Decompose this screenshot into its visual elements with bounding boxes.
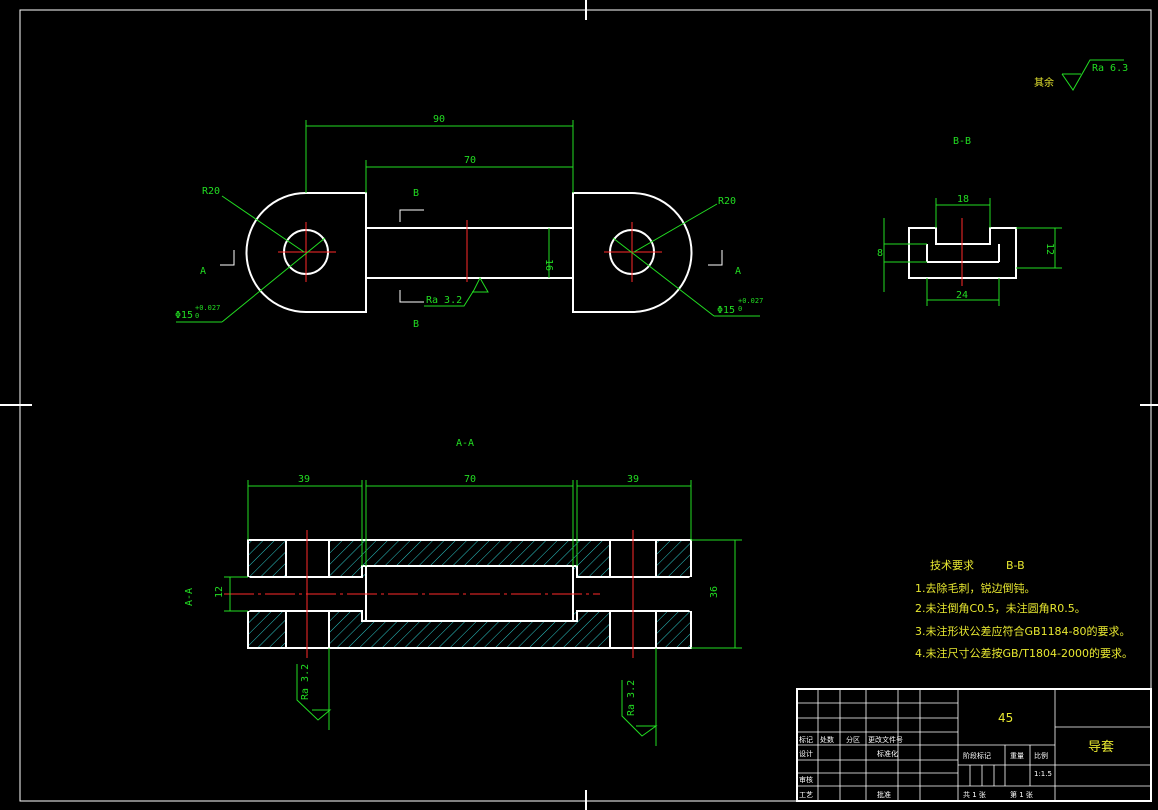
radius-left-label: R20 bbox=[202, 186, 220, 197]
dim-18: 18 bbox=[957, 194, 969, 205]
svg-text:A: A bbox=[735, 266, 741, 277]
surface-roughness-value: Ra 6.3 bbox=[1092, 63, 1128, 74]
svg-text:A: A bbox=[200, 266, 206, 277]
tech-heading: 技术要求 bbox=[930, 559, 974, 572]
left-lug-outline bbox=[245, 192, 367, 313]
top-view: 90 70 16 R20 R20 Φ15 +0.027 0 Φ15 +0.027… bbox=[175, 114, 763, 330]
roughness-right: Ra 3.2 bbox=[626, 680, 637, 716]
svg-text:0: 0 bbox=[738, 305, 742, 313]
section-aa-title: A-A bbox=[456, 438, 474, 449]
roughness-left: Ra 3.2 bbox=[300, 664, 311, 700]
svg-text:标准化: 标准化 bbox=[877, 749, 898, 758]
right-lug-outline bbox=[572, 192, 693, 313]
dim-8: 8 bbox=[877, 248, 883, 259]
section-bb-title: B-B bbox=[953, 136, 971, 147]
svg-text:审核: 审核 bbox=[799, 775, 813, 784]
hole-left-label: Φ15 bbox=[175, 310, 193, 321]
svg-text:B: B bbox=[413, 319, 419, 330]
roughness-label: Ra 3.2 bbox=[426, 295, 462, 306]
svg-text:处数: 处数 bbox=[820, 735, 834, 744]
dim-70: 70 bbox=[464, 155, 476, 166]
section-aa-side-label: A-A bbox=[184, 588, 195, 606]
dim-90: 90 bbox=[433, 114, 445, 125]
svg-text:共 1 张: 共 1 张 bbox=[963, 790, 986, 799]
hole-right-label: Φ15 bbox=[717, 305, 735, 316]
svg-text:工艺: 工艺 bbox=[799, 791, 813, 799]
svg-text:第 1 张: 第 1 张 bbox=[1010, 790, 1033, 799]
svg-text:B-B: B-B bbox=[1006, 559, 1025, 572]
section-b-marker-bottom bbox=[399, 290, 424, 303]
section-bb-view: B-B 18 24 8 12 bbox=[877, 136, 1062, 306]
dim-12: 12 bbox=[1044, 243, 1055, 255]
title-block: 45 导套 1:1.5 标记 处数 分区 更改文件号 设计 标准化 审核 工艺 … bbox=[796, 688, 1152, 802]
dim-24: 24 bbox=[956, 290, 968, 301]
section-aa-view: A-A bbox=[184, 438, 742, 746]
dim-39-right: 39 bbox=[627, 474, 639, 485]
material-label: 45 bbox=[998, 711, 1013, 725]
section-a-marker-right bbox=[708, 250, 723, 266]
radius-right-label: R20 bbox=[718, 196, 736, 207]
svg-text:+0.027: +0.027 bbox=[195, 304, 220, 312]
dim-16: 16 bbox=[543, 259, 554, 271]
svg-text:B: B bbox=[413, 188, 419, 199]
dim-70-aa: 70 bbox=[464, 474, 476, 485]
section-a-marker-left bbox=[220, 250, 235, 266]
tech-item-2: 2.未注倒角C0.5，未注圆角R0.5。 bbox=[915, 601, 1086, 615]
part-name: 导套 bbox=[1088, 739, 1114, 755]
svg-text:标记: 标记 bbox=[799, 735, 813, 744]
roughness-symbol bbox=[424, 276, 489, 307]
dim-36: 36 bbox=[709, 586, 720, 598]
svg-text:重量: 重量 bbox=[1010, 752, 1024, 760]
surface-roughness-note: 其余 Ra 6.3 bbox=[1034, 59, 1128, 91]
svg-text:设计: 设计 bbox=[799, 749, 813, 758]
svg-text:比例: 比例 bbox=[1034, 751, 1048, 760]
tech-item-1: 1.去除毛刺，锐边倒钝。 bbox=[915, 581, 1036, 595]
svg-text:+0.027: +0.027 bbox=[738, 297, 763, 305]
svg-text:0: 0 bbox=[195, 312, 199, 320]
tech-item-4: 4.未注尺寸公差按GB/T1804-2000的要求。 bbox=[915, 646, 1133, 660]
svg-text:其余: 其余 bbox=[1034, 76, 1054, 89]
tech-item-3: 3.未注形状公差应符合GB1184-80的要求。 bbox=[915, 624, 1131, 638]
tech-requirements: 技术要求 B-B 1.去除毛刺，锐边倒钝。 2.未注倒角C0.5，未注圆角R0.… bbox=[915, 559, 1133, 660]
scale-value: 1:1.5 bbox=[1034, 770, 1052, 778]
svg-text:批准: 批准 bbox=[877, 790, 891, 799]
svg-text:分区: 分区 bbox=[846, 735, 860, 744]
dim-39-left: 39 bbox=[298, 474, 310, 485]
dim-12-aa: 12 bbox=[214, 586, 225, 598]
svg-text:阶段标记: 阶段标记 bbox=[963, 751, 991, 760]
section-b-marker-top bbox=[399, 209, 424, 222]
svg-text:更改文件号: 更改文件号 bbox=[868, 735, 903, 744]
